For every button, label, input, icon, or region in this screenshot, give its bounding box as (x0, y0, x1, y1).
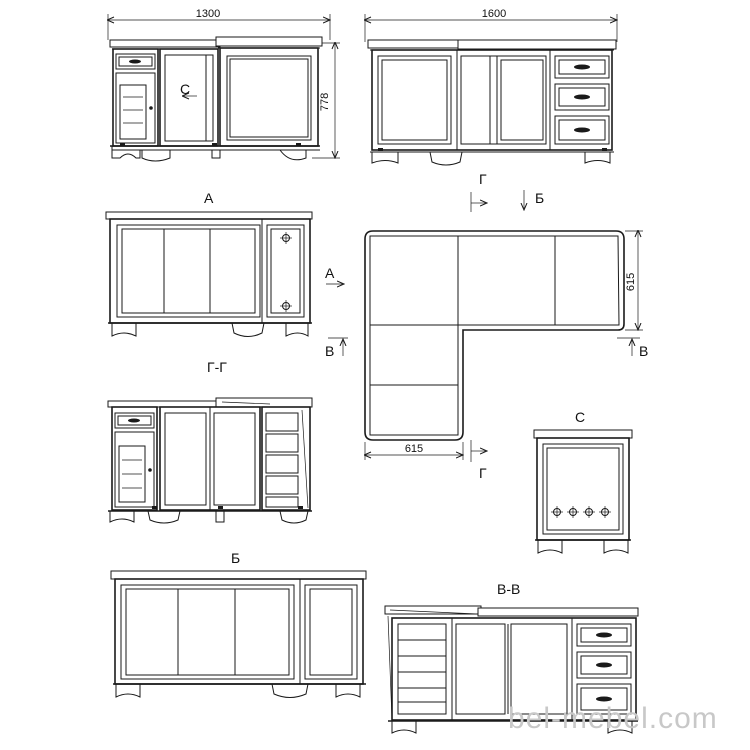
section-v-v: В-В (384, 581, 639, 734)
hole-pattern (551, 506, 611, 518)
bottom-depth-label: 615 (405, 443, 423, 455)
dimension-side-depth: 615 (625, 231, 643, 330)
section-g-title: Г-Г (207, 359, 227, 375)
marker-g-top: Г (479, 171, 487, 187)
view-b-title: Б (231, 550, 240, 566)
rear-view: 1600 (365, 8, 617, 166)
marker-v-right: В (639, 343, 648, 359)
dimension-rear-width: 1600 (365, 8, 617, 42)
marker-b: Б (535, 190, 544, 206)
front-view: 1300 778 С (108, 8, 340, 162)
side-depth-label: 615 (625, 273, 637, 291)
view-c: С (533, 409, 633, 554)
view-a-title: А (204, 190, 214, 206)
view-a: А (105, 190, 313, 337)
dimension-bottom-depth: 615 (365, 442, 463, 460)
marker-c-front: С (180, 81, 190, 97)
marker-g-bottom: Г (479, 465, 487, 481)
rear-width-label: 1600 (482, 8, 506, 20)
view-c-title: С (575, 409, 585, 425)
marker-a: А (325, 265, 335, 281)
plan-view: 615 615 Г Б А В В Г (325, 171, 648, 481)
section-g-g: Г-Г (107, 359, 313, 524)
section-v-title: В-В (497, 581, 520, 597)
front-width-label: 1300 (196, 8, 220, 20)
dimension-height: 778 (312, 43, 340, 158)
height-label: 778 (319, 93, 331, 111)
marker-v-left: В (325, 343, 334, 359)
watermark: bel-mebel.com (508, 702, 718, 735)
dimension-front-width: 1300 (108, 8, 330, 40)
view-b: Б (110, 550, 367, 698)
